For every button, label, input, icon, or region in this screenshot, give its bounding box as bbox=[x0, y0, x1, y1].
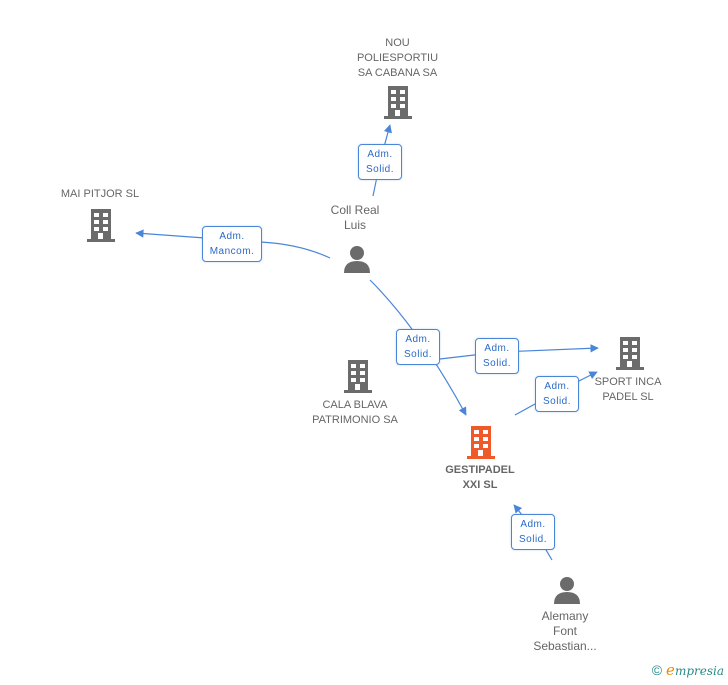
edge-label-calablava-sportinca[interactable]: Adm. Solid. bbox=[475, 338, 519, 374]
person-icon[interactable] bbox=[552, 575, 582, 605]
node-label-alemany[interactable]: Alemany Font Sebastian... bbox=[533, 609, 597, 653]
brand-name: mpresia bbox=[674, 664, 724, 678]
edge-label-coll-nou[interactable]: Adm. Solid. bbox=[358, 144, 402, 180]
copyright-icon: © bbox=[651, 662, 663, 678]
node-label-mai-pitjor[interactable]: MAI PITJOR SL bbox=[60, 188, 140, 200]
node-label-nou-poliesportiu[interactable]: NOU POLIESPORTIU SA CABANA SA bbox=[356, 37, 439, 79]
node-label-gestipadel[interactable]: GESTIPADEL XXI SL bbox=[445, 464, 515, 491]
person-icon[interactable] bbox=[342, 244, 372, 274]
building-icon-main[interactable] bbox=[465, 425, 497, 459]
node-label-sport-inca[interactable]: SPORT INCA PADEL SL bbox=[594, 376, 662, 403]
building-icon[interactable] bbox=[382, 85, 414, 119]
building-icon[interactable] bbox=[614, 336, 646, 370]
edge-label-alemany-gestipadel[interactable]: Adm. Solid. bbox=[511, 514, 555, 550]
building-icon[interactable] bbox=[85, 208, 117, 242]
watermark: ©empresia bbox=[652, 661, 724, 679]
brand-initial: e bbox=[666, 661, 675, 679]
building-icon[interactable] bbox=[342, 359, 374, 393]
edge-label-coll-maipitjor[interactable]: Adm. Mancom. bbox=[202, 226, 262, 262]
edge-label-gestipadel-sportinca[interactable]: Adm. Solid. bbox=[535, 376, 579, 412]
edge-label-coll-gestipadel[interactable]: Adm. Solid. bbox=[396, 329, 440, 365]
node-label-cala-blava[interactable]: CALA BLAVA PATRIMONIO SA bbox=[312, 399, 398, 426]
node-label-coll-real[interactable]: Coll Real Luis bbox=[330, 203, 380, 232]
